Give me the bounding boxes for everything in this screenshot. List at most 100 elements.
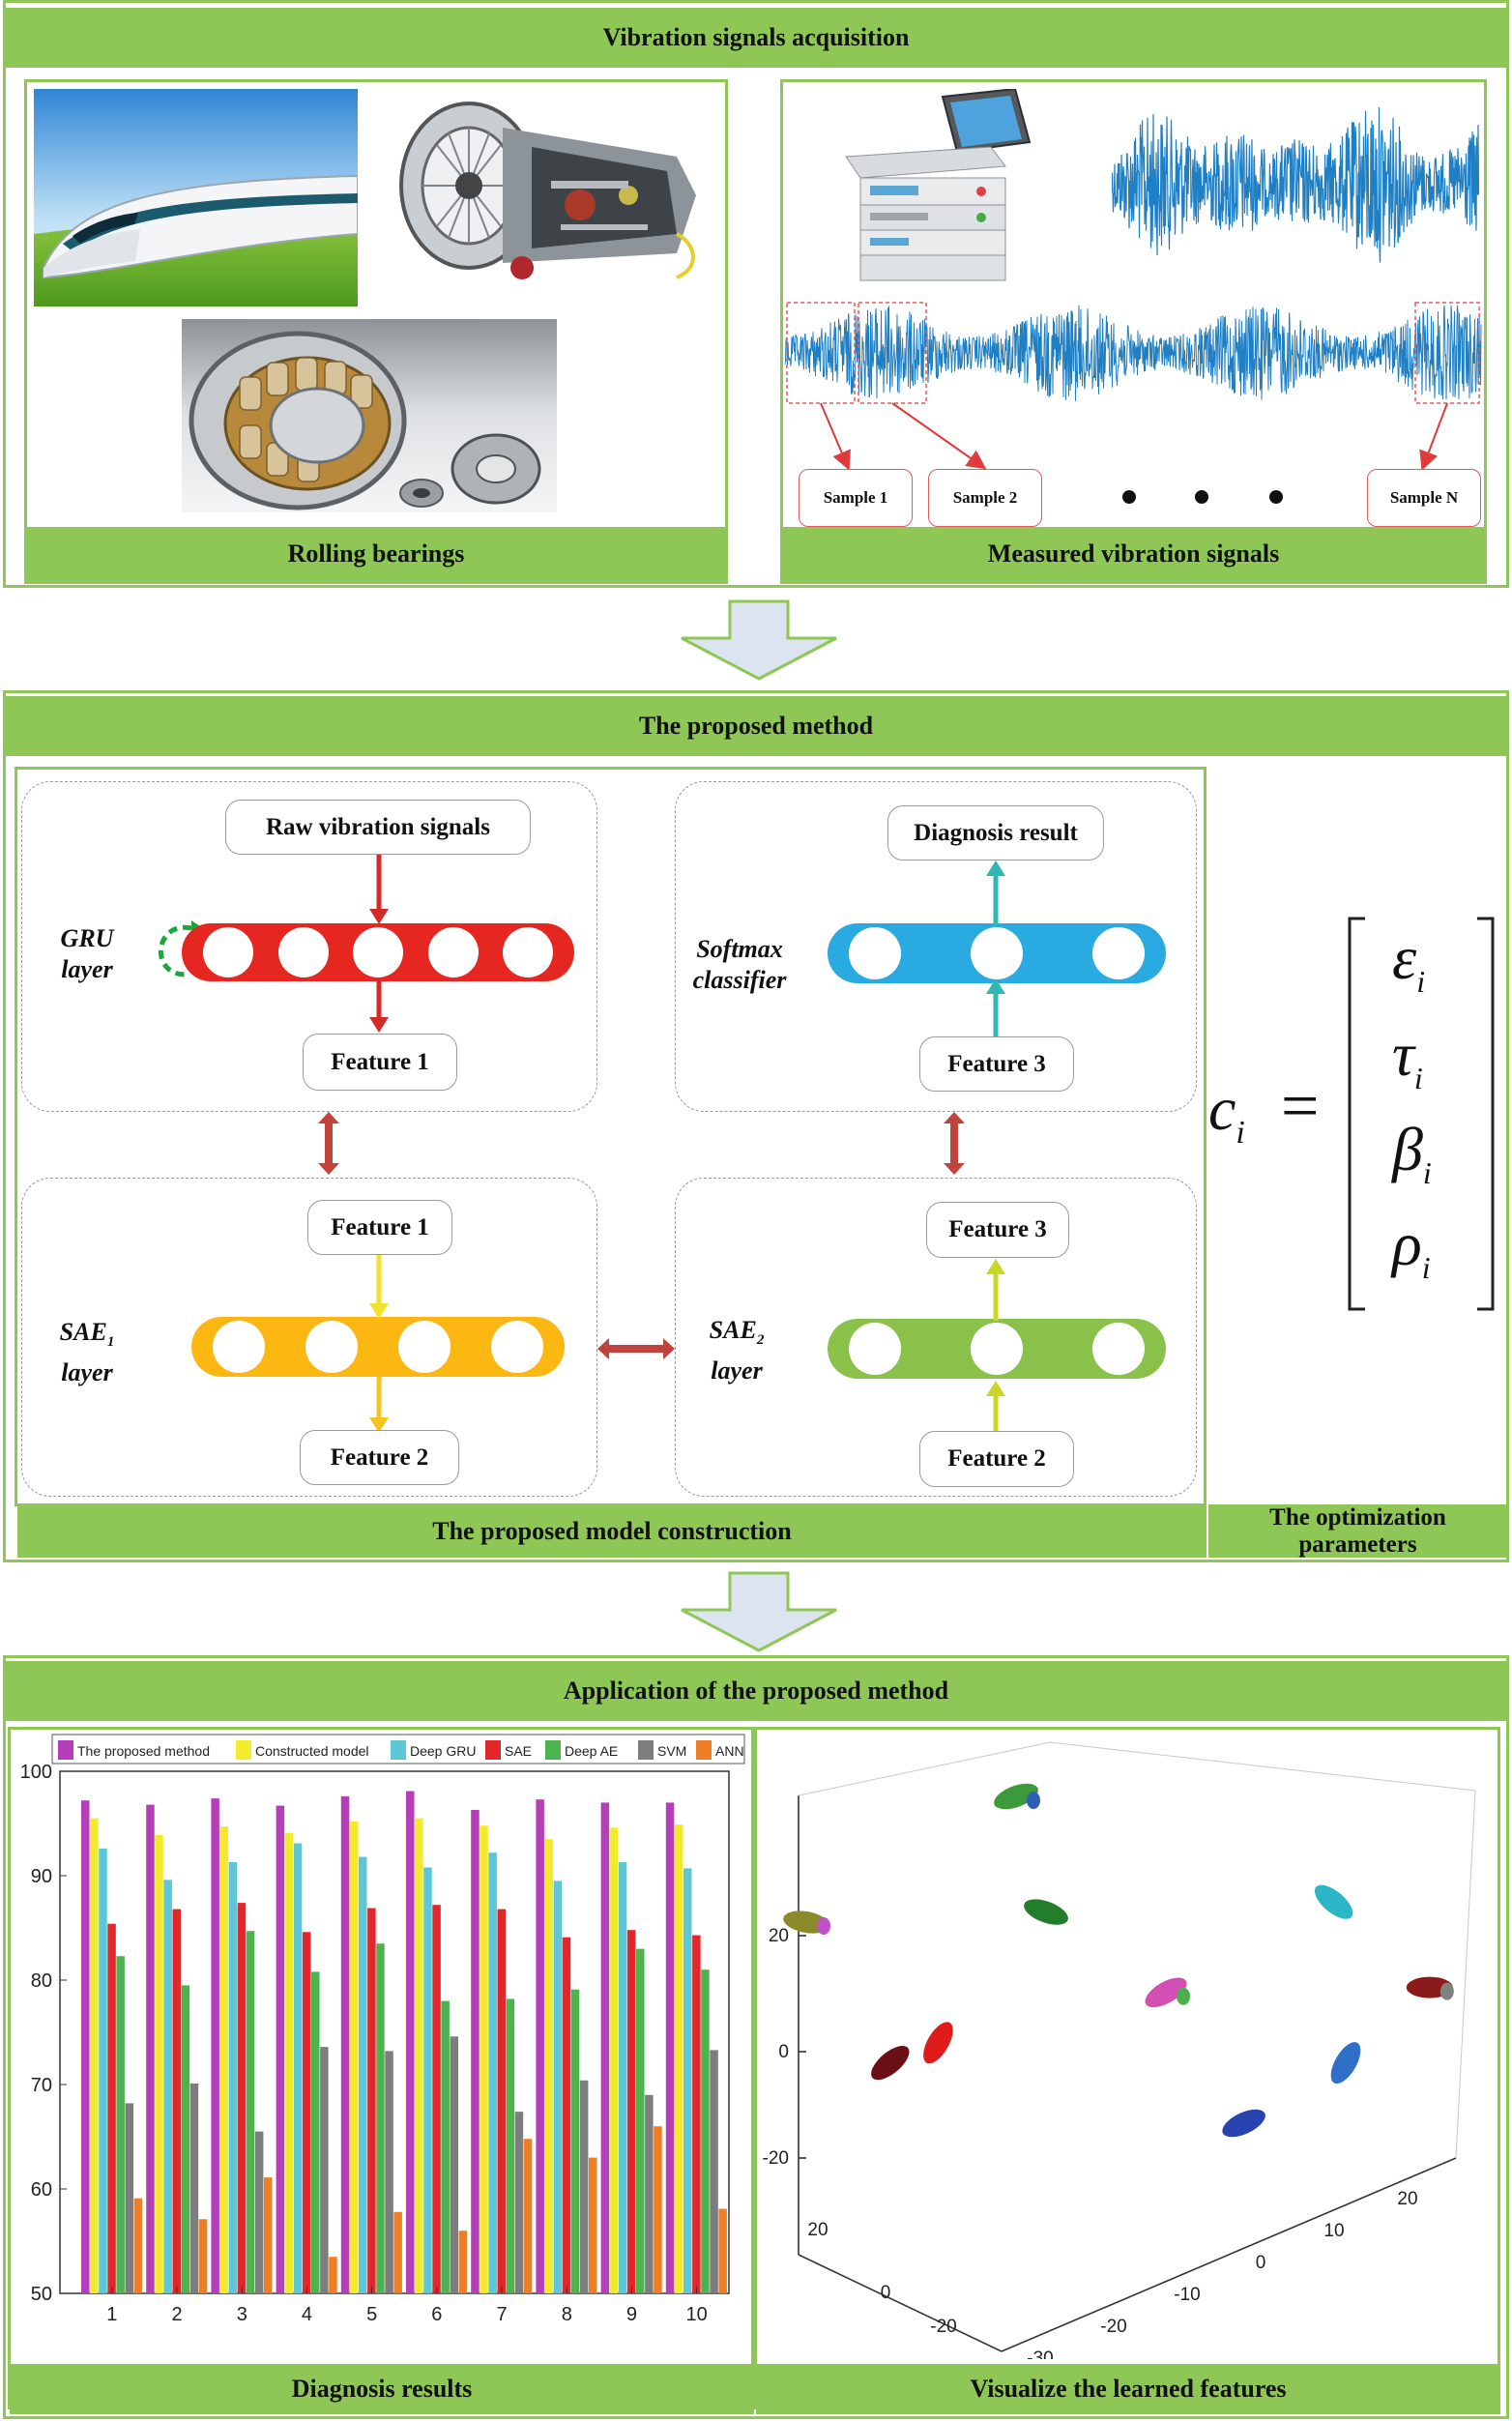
bar bbox=[618, 1862, 627, 2293]
chart-legend: The proposed method Constructed model Deep… bbox=[51, 1734, 745, 1765]
x-tick-label: 3 bbox=[237, 2304, 247, 2325]
bar bbox=[254, 2131, 264, 2293]
bar bbox=[125, 2103, 133, 2293]
neuron-circle bbox=[427, 927, 479, 977]
bar bbox=[116, 1956, 125, 2293]
legend-swatch bbox=[236, 1740, 251, 1760]
x-tick-label: 1 bbox=[106, 2304, 117, 2325]
y-tick-label: 0 bbox=[881, 2283, 891, 2303]
feature-cluster-accent bbox=[1177, 1987, 1190, 2005]
bar bbox=[471, 1810, 480, 2293]
bar bbox=[626, 1930, 636, 2293]
bar bbox=[441, 2000, 450, 2293]
signals-label: Measured vibration signals bbox=[783, 527, 1484, 581]
raw-signals-node: Raw vibration signals bbox=[225, 800, 531, 855]
bar bbox=[155, 1834, 163, 2293]
x-tick-label: 2 bbox=[171, 2304, 182, 2325]
gru-to-sae1-connector bbox=[318, 1112, 339, 1175]
y-tick-label: 60 bbox=[31, 2179, 52, 2201]
bar bbox=[359, 1856, 367, 2293]
bar bbox=[198, 2219, 208, 2293]
axis-line bbox=[1001, 2157, 1457, 2352]
bar bbox=[146, 1804, 155, 2293]
bar bbox=[645, 2094, 654, 2293]
bar bbox=[99, 1848, 107, 2293]
vector-brackets bbox=[1348, 917, 1495, 1311]
bar bbox=[609, 1827, 619, 2293]
bar bbox=[600, 1802, 610, 2293]
legend-swatch bbox=[58, 1740, 73, 1760]
y-tick-label: 50 bbox=[31, 2284, 52, 2305]
bar bbox=[523, 2139, 533, 2293]
acquisition-section bbox=[3, 0, 1509, 588]
bar bbox=[710, 2050, 718, 2293]
bar bbox=[320, 2047, 329, 2293]
flow-arrow-down-1 bbox=[681, 599, 837, 681]
feature-cluster-accent bbox=[1439, 1982, 1454, 2000]
optimization-equation: ci = εi τi βi ρi bbox=[1208, 909, 1503, 1315]
bar bbox=[488, 1852, 497, 2293]
model-construction-label: The proposed model construction bbox=[17, 1504, 1207, 1558]
x-tick-label: 4 bbox=[302, 2304, 312, 2325]
signals-panel bbox=[780, 79, 1487, 584]
vector-tau: τi bbox=[1392, 1020, 1423, 1095]
legend-label: Constructed model bbox=[255, 1743, 369, 1759]
axis-line bbox=[798, 2254, 1003, 2352]
bar bbox=[654, 2126, 662, 2293]
x-tick-label: 10 bbox=[1323, 2221, 1344, 2241]
neuron-circle bbox=[849, 1323, 901, 1375]
x-tick-label: 7 bbox=[496, 2304, 507, 2325]
bar bbox=[589, 2157, 597, 2293]
gru-block bbox=[21, 781, 597, 1112]
neuron-circle bbox=[849, 927, 901, 979]
x-tick-label: -30 bbox=[1027, 2348, 1053, 2359]
optimization-parameters-label: The optimization parameters bbox=[1208, 1504, 1507, 1558]
y-tick-label: 90 bbox=[31, 1866, 52, 1887]
x-tick-label: 10 bbox=[686, 2304, 708, 2325]
flow-arrow-down-2 bbox=[681, 1571, 837, 1652]
sae1-feature1-node: Feature 1 bbox=[307, 1200, 452, 1255]
bar bbox=[163, 1880, 172, 2293]
feature-cluster bbox=[1330, 2042, 1361, 2085]
legend-label: ANN bbox=[715, 1743, 744, 1759]
y-tick-label: 70 bbox=[31, 2075, 52, 2096]
bar bbox=[432, 1905, 441, 2293]
bar bbox=[349, 1821, 359, 2293]
neuron-circle bbox=[305, 1321, 358, 1373]
sae2-feature2-node: Feature 2 bbox=[919, 1431, 1074, 1487]
bar bbox=[329, 2257, 337, 2293]
x-tick-label: 9 bbox=[626, 2304, 637, 2325]
feature-cluster-accent bbox=[1027, 1792, 1040, 1809]
bearings-panel bbox=[24, 79, 728, 584]
measurement-equipment-photo bbox=[836, 89, 1044, 287]
bar bbox=[264, 2177, 273, 2293]
bar bbox=[692, 1935, 701, 2293]
legend-label: The proposed method bbox=[77, 1743, 210, 1759]
bar bbox=[415, 1818, 423, 2293]
sample-window-2 bbox=[858, 302, 927, 404]
bar bbox=[701, 1969, 710, 2293]
bar bbox=[81, 1800, 90, 2293]
method-title: The proposed method bbox=[5, 696, 1507, 756]
bar bbox=[293, 1843, 303, 2293]
sample-2-box: Sample 2 bbox=[928, 469, 1042, 527]
x-tick-label: -20 bbox=[1100, 2317, 1126, 2337]
neuron-circle bbox=[1092, 1323, 1145, 1375]
legend-swatch bbox=[391, 1740, 406, 1760]
bar bbox=[450, 2036, 458, 2293]
bar bbox=[189, 2083, 199, 2293]
feature-cluster-accent bbox=[817, 1917, 830, 1935]
bar bbox=[276, 1805, 285, 2293]
bar bbox=[636, 1948, 645, 2293]
equation-equals: = bbox=[1281, 1069, 1320, 1144]
axis-line bbox=[1455, 1790, 1476, 2159]
bar bbox=[237, 1903, 247, 2293]
gru-arrows bbox=[369, 855, 389, 1033]
softmax-feature3-node: Feature 3 bbox=[919, 1036, 1074, 1092]
y-tick-label: 20 bbox=[807, 2220, 828, 2240]
legend-label: Deep AE bbox=[565, 1743, 618, 1759]
x-tick-label: 5 bbox=[366, 2304, 377, 2325]
sae2-feature3-node: Feature 3 bbox=[926, 1202, 1069, 1258]
